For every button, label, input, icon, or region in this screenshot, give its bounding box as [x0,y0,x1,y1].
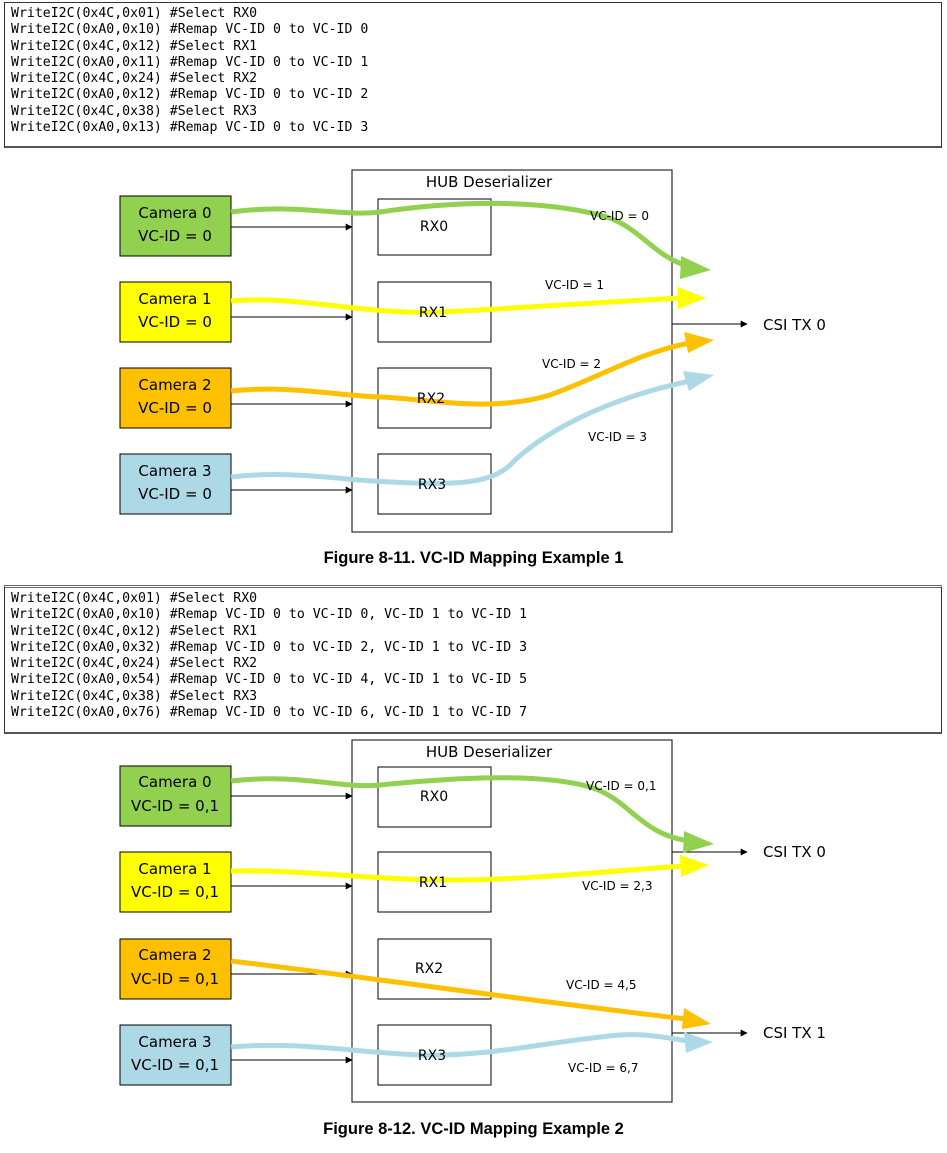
camera1-name: Camera 1 [138,860,211,878]
flow-camera3 [230,378,691,486]
rx3-label: RX3 [418,477,446,493]
camera2-name: Camera 2 [138,946,211,964]
camera3-box [119,453,232,515]
flow-label-0: VC-ID = 0 [590,209,649,223]
figure-8-11-diagram: HUB Deserializer RX0 Camera 0 VC-ID = 0 … [119,169,826,533]
rx0-label: RX0 [420,219,448,235]
camera0-name: Camera 0 [138,773,211,791]
code-line: WriteI2C(0x4C,0x12) #Select RX1 [11,623,258,639]
camera3-box [119,1024,232,1086]
flow-camera1 [230,863,685,883]
camera1-name: Camera 1 [138,290,211,308]
camera1-vcid: VC-ID = 0,1 [131,883,219,901]
flow-camera0 [230,775,691,844]
flow-label-2: VC-ID = 2 [542,357,601,371]
rx3-label: RX3 [418,1048,446,1064]
code-block-1: WriteI2C(0x4C,0x01) #Select RX0 WriteI2C… [4,2,942,148]
flow-camera1 [230,295,683,315]
flow-camera1-arrowhead [680,855,709,877]
code-line: WriteI2C(0x4C,0x38) #Select RX3 [11,103,258,119]
code-line: WriteI2C(0xA0,0x11) #Remap VC-ID 0 to VC… [11,54,369,70]
code-line: WriteI2C(0xA0,0x32) #Remap VC-ID 0 to VC… [11,639,528,655]
camera0-vcid: VC-ID = 0 [138,227,212,245]
csi-tx0-label: CSI TX 0 [763,843,826,861]
rx2-label: RX2 [415,961,443,977]
camera0-box [119,765,232,827]
csi-tx1-label: CSI TX 1 [763,1024,826,1042]
csi-tx0-label: CSI TX 0 [763,316,826,334]
code-line: WriteI2C(0x4C,0x01) #Select RX0 [11,591,258,606]
flow-camera0 [230,200,691,270]
code-line: WriteI2C(0xA0,0x10) #Remap VC-ID 0 to VC… [11,22,369,38]
camera1-box [119,281,232,343]
code-line: WriteI2C(0xA0,0x54) #Remap VC-ID 0 to VC… [11,672,528,688]
camera2-vcid: VC-ID = 0,1 [131,970,219,988]
flow-camera2 [230,340,691,407]
flow-camera0-arrowhead [680,256,711,279]
rx1-label: RX1 [419,875,447,891]
code-line: WriteI2C(0xA0,0x13) #Remap VC-ID 0 to VC… [11,120,369,136]
code-line: WriteI2C(0x4C,0x12) #Select RX1 [11,38,258,54]
code-line: WriteI2C(0xA0,0x76) #Remap VC-ID 0 to VC… [11,705,528,721]
flow-camera2-arrowhead [684,332,714,353]
flow-camera3-arrowhead [684,1032,713,1053]
camera1-box [119,851,232,913]
rx2-label: RX2 [417,391,445,407]
code-line: WriteI2C(0xA0,0x12) #Remap VC-ID 0 to VC… [11,87,369,103]
camera0-vcid: VC-ID = 0,1 [131,797,219,815]
flow-label-2: VC-ID = 4,5 [566,978,636,992]
code-line: WriteI2C(0xA0,0x10) #Remap VC-ID 0 to VC… [11,607,528,623]
code-line: WriteI2C(0x4C,0x24) #Select RX2 [11,656,258,672]
camera2-name: Camera 2 [138,376,211,394]
figure-8-11-caption: Figure 8-11. VC-ID Mapping Example 1 [323,549,624,567]
flow-label-3: VC-ID = 6,7 [568,1061,638,1075]
hub-title: HUB Deserializer [426,743,553,761]
flow-label-0: VC-ID = 0,1 [586,779,656,793]
flow-camera0-arrowhead [683,831,714,853]
camera0-name: Camera 0 [138,204,211,222]
camera3-vcid: VC-ID = 0 [138,485,212,503]
camera2-box [119,367,232,429]
flow-label-1: VC-ID = 2,3 [582,879,652,893]
flow-camera2 [230,958,687,1022]
camera2-vcid: VC-ID = 0 [138,399,212,417]
camera3-vcid: VC-ID = 0,1 [131,1056,219,1074]
figure-8-12-caption: Figure 8-12. VC-ID Mapping Example 2 [323,1120,624,1138]
flow-camera1-arrowhead [678,287,706,309]
code-line: WriteI2C(0x4C,0x24) #Select RX2 [11,71,258,87]
flow-label-1: VC-ID = 1 [545,278,604,292]
flow-camera3-arrowhead [683,371,714,391]
camera3-name: Camera 3 [138,1033,211,1051]
code-line: WriteI2C(0x4C,0x38) #Select RX3 [11,688,258,704]
camera1-vcid: VC-ID = 0 [138,313,212,331]
figure-8-12-diagram: HUB Deserializer RX0 RX2 Camera 0 VC-ID … [119,739,826,1103]
rx0-label: RX0 [420,789,448,805]
flow-camera3 [230,1032,691,1058]
camera0-box [119,195,232,257]
code-block-2: WriteI2C(0x4C,0x01) #Select RX0 WriteI2C… [4,585,942,734]
hub-title: HUB Deserializer [426,173,553,191]
flow-camera2-arrowhead [682,1008,711,1029]
code-line: WriteI2C(0x4C,0x01) #Select RX0 [11,6,258,21]
camera3-name: Camera 3 [138,462,211,480]
rx1-label: RX1 [419,305,447,321]
camera2-box [119,938,232,1000]
flow-label-3: VC-ID = 3 [588,430,647,444]
